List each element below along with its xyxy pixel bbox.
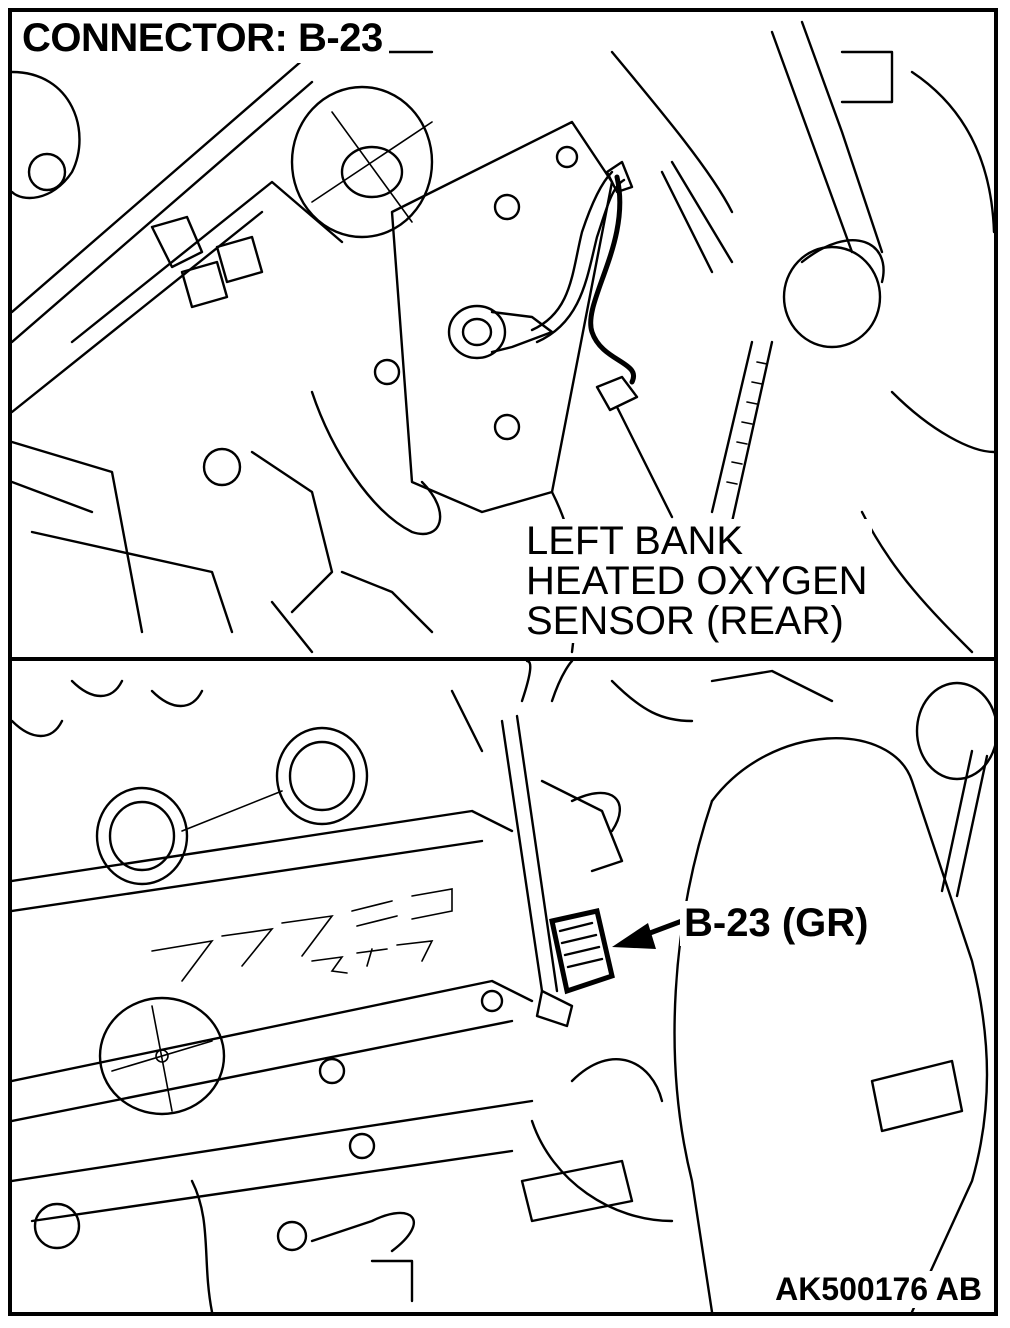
diagram-title: CONNECTOR: B-23 xyxy=(20,16,389,63)
diagram-frame: CONNECTOR: B-23 LEFT BANK HEATED OXYGEN … xyxy=(8,8,998,1316)
connector-label: B-23 (GR) xyxy=(680,901,873,946)
callout-line-2: HEATED OXYGEN xyxy=(526,559,868,603)
bottom-view-panel: B-23 (GR) AK500176 AB xyxy=(12,661,994,1312)
callout-line-3: SENSOR (REAR) xyxy=(526,599,844,643)
callout-line-1: LEFT BANK xyxy=(526,519,744,563)
panel-divider xyxy=(12,657,994,661)
engine-bay-illustration-top xyxy=(12,20,994,654)
top-view-panel: CONNECTOR: B-23 LEFT BANK HEATED OXYGEN … xyxy=(12,12,994,657)
engine-bay-illustration-bottom xyxy=(12,661,994,1312)
figure-code: AK500176 AB xyxy=(769,1271,984,1308)
sensor-callout-label: LEFT BANK HEATED OXYGEN SENSOR (REAR) xyxy=(522,519,872,643)
